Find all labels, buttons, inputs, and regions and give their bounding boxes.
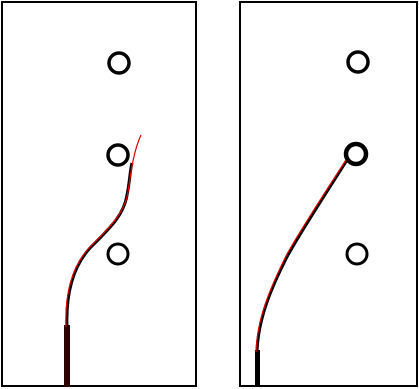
right-hole-middle <box>343 141 369 167</box>
left-specimen-border <box>1 1 197 387</box>
left-crack-red-trace <box>65 134 142 328</box>
left-hole-middle <box>106 143 130 167</box>
right-crack-red-trace <box>255 159 347 353</box>
left-notch <box>64 325 70 387</box>
right-hole-top <box>346 50 370 74</box>
right-crack-black <box>255 159 349 353</box>
right-specimen-border <box>239 1 418 387</box>
left-specimen-panel <box>1 1 197 387</box>
right-specimen-panel <box>239 1 418 387</box>
left-hole-top <box>107 51 131 75</box>
right-notch <box>255 350 260 387</box>
left-hole-bottom <box>106 242 130 266</box>
right-hole-bottom <box>345 242 369 266</box>
